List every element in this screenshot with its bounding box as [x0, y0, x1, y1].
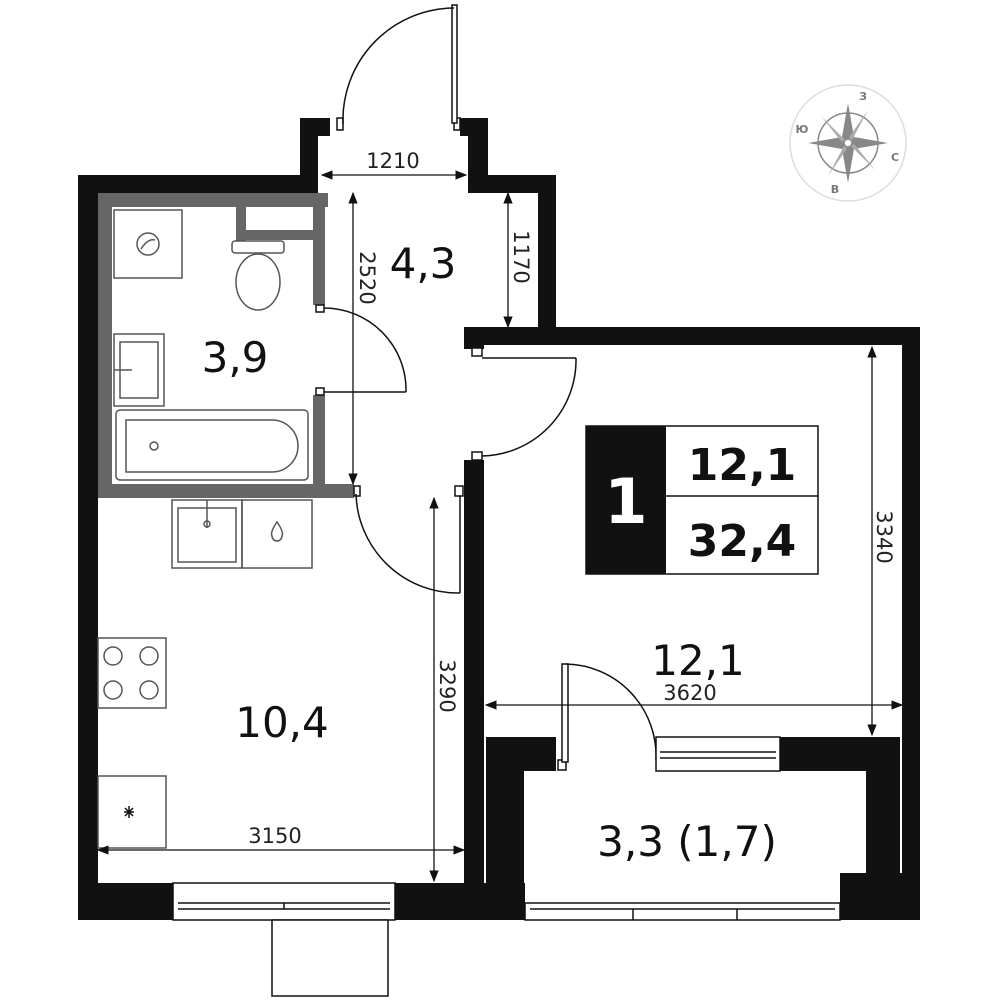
dimension-lines [96, 170, 904, 883]
toilet-tank [231, 240, 285, 254]
exterior-walls [78, 118, 920, 920]
compass-west: З [859, 90, 867, 103]
dim-kitchen-width: 3150 [248, 824, 301, 848]
washing-machine [113, 209, 183, 279]
compass: З Ю С В [789, 84, 907, 202]
area-badge: 1 12,1 32,4 [585, 425, 819, 575]
dim-hall-length: 2520 [355, 251, 379, 304]
dim-kitchen-height: 3290 [435, 659, 459, 712]
hall-area: 4,3 [390, 239, 457, 288]
washing-machine-drum [136, 232, 160, 256]
compass-north: С [891, 151, 899, 164]
dim-hall-depth: 1170 [509, 230, 533, 283]
bathroom-area: 3,9 [202, 333, 269, 382]
badge-rooms-count: 1 [604, 465, 647, 538]
windows [172, 882, 841, 997]
stove [97, 637, 167, 709]
kitchen-fixtures [97, 499, 313, 849]
compass-rose-icon [808, 103, 888, 183]
dim-hall-width: 1210 [366, 149, 419, 173]
badge-total-area: 32,4 [688, 516, 797, 567]
bathroom-fixtures [113, 209, 309, 481]
dim-living-height: 3340 [872, 510, 896, 563]
kitchen-area: 10,4 [235, 698, 329, 747]
balcony-area: 3,3 (1,7) [597, 817, 777, 866]
living-area: 12,1 [651, 636, 745, 685]
compass-east: В [831, 183, 839, 196]
boiler [241, 499, 313, 569]
entrance-door [336, 4, 461, 131]
toilet-bowl [235, 253, 281, 311]
living-door [471, 347, 577, 461]
kitchen-door [353, 485, 464, 594]
balcony-door [557, 663, 781, 772]
interior-partitions [464, 327, 484, 883]
bathtub [115, 409, 309, 481]
bathroom-walls [98, 193, 354, 498]
bathroom-door [315, 304, 407, 396]
compass-south: Ю [796, 123, 809, 136]
dim-living-width: 3620 [663, 681, 716, 705]
badge-living-area: 12,1 [688, 440, 797, 491]
